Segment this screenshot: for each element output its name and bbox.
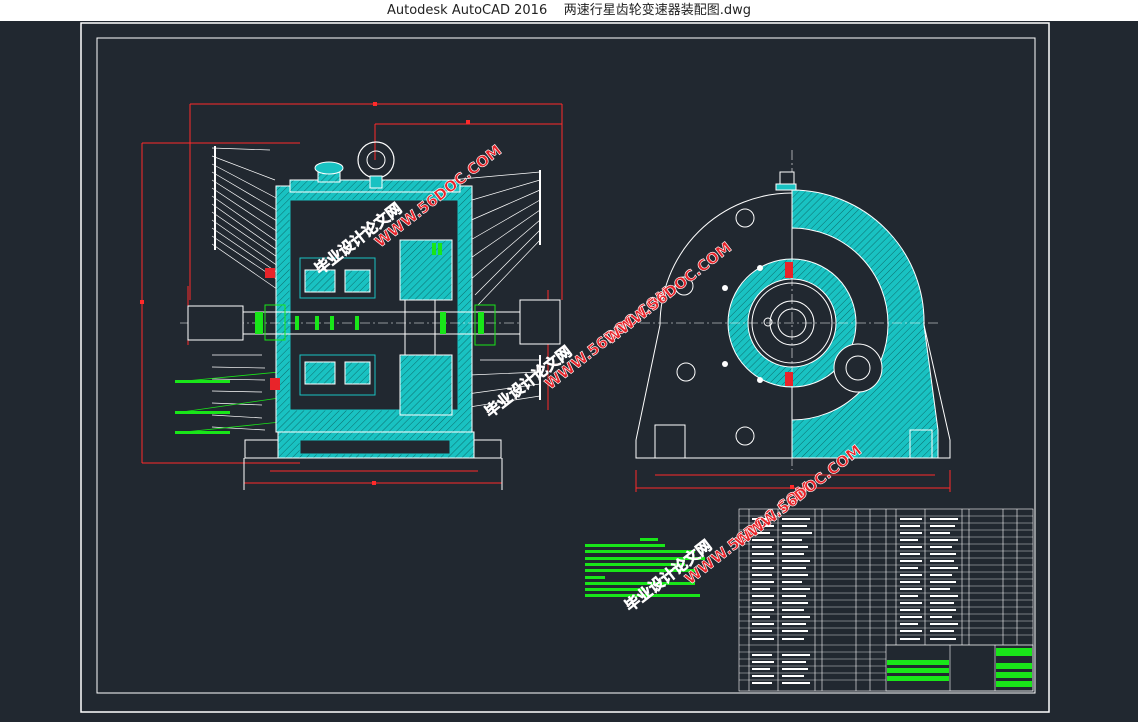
app-title: Autodesk AutoCAD 2016 [386, 3, 548, 18]
parts-list-text-bars [752, 518, 958, 684]
window-title-bar: Autodesk AutoCAD 2016 两速行星齿轮变速器装配图.dwg [0, 0, 1138, 21]
parts-list-rows [739, 515, 1033, 681]
technical-requirements [585, 538, 705, 597]
drawing-canvas[interactable]: WWW.56DOC.COM 毕业设计论文网 WWW.56DOC.COM 毕业设计… [0, 21, 1138, 718]
title-block[interactable] [885, 644, 1034, 692]
front-section-view[interactable] [140, 102, 563, 490]
side-view[interactable] [635, 150, 951, 492]
drawing-frame [96, 37, 1036, 694]
file-name: 两速行星齿轮变速器装配图.dwg [563, 3, 752, 18]
watermark-url: WWW.56DOC.COM [601, 238, 735, 348]
paper-border [80, 22, 1050, 713]
